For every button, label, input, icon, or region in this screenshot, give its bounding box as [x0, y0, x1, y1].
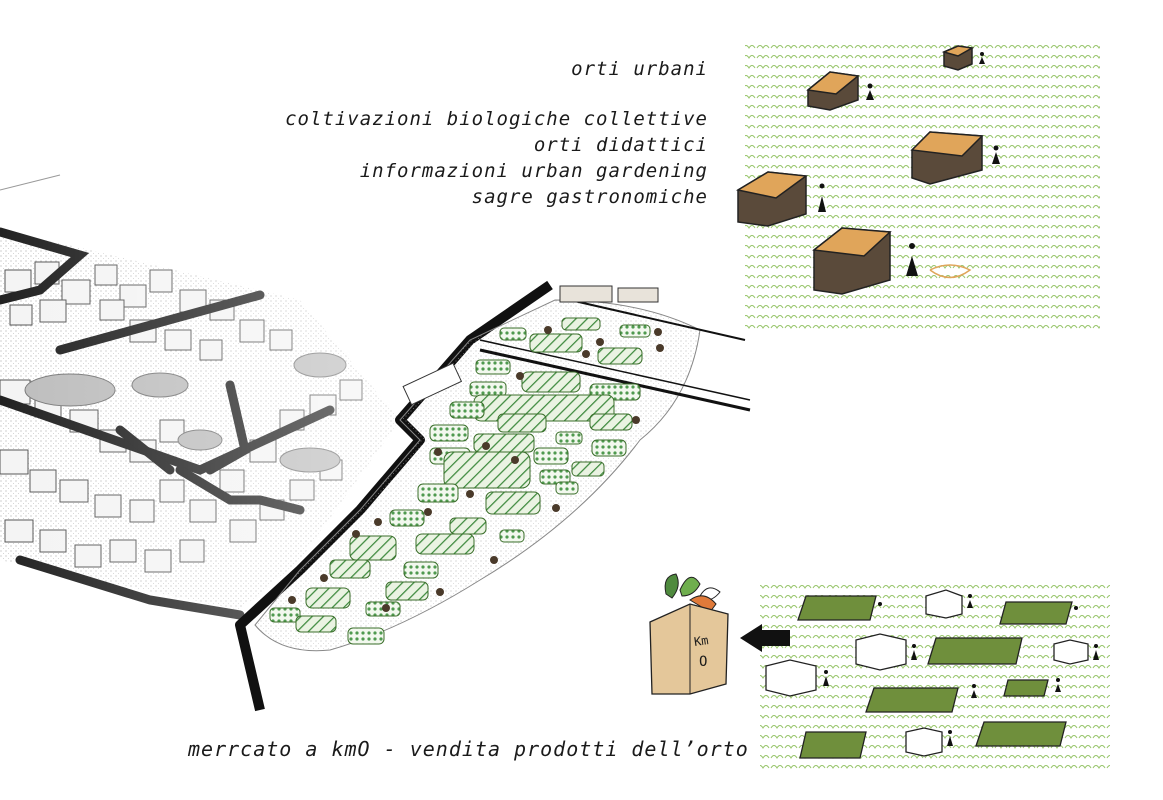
activity-item: coltivazioni biologiche collettive	[285, 108, 708, 130]
market-caption: merrcato a kmO - vendita prodotti dell’o…	[188, 737, 749, 761]
garden-area	[254, 285, 751, 652]
activity-item: sagre gastronomiche	[471, 186, 708, 208]
market-sketch	[760, 585, 1110, 775]
bag-label-bottom: O	[699, 654, 708, 670]
arrow-left-icon	[740, 624, 790, 652]
kiosk-sketch	[735, 45, 1100, 335]
bag-label-top: Km	[693, 633, 710, 649]
activity-item: informazioni urban gardening	[359, 160, 708, 182]
activity-list: coltivazioni biologiche collettive orti …	[285, 106, 708, 210]
shopping-bag-icon	[649, 573, 729, 695]
page-title: orti urbani	[571, 58, 708, 80]
activity-item: orti didattici	[533, 134, 708, 156]
